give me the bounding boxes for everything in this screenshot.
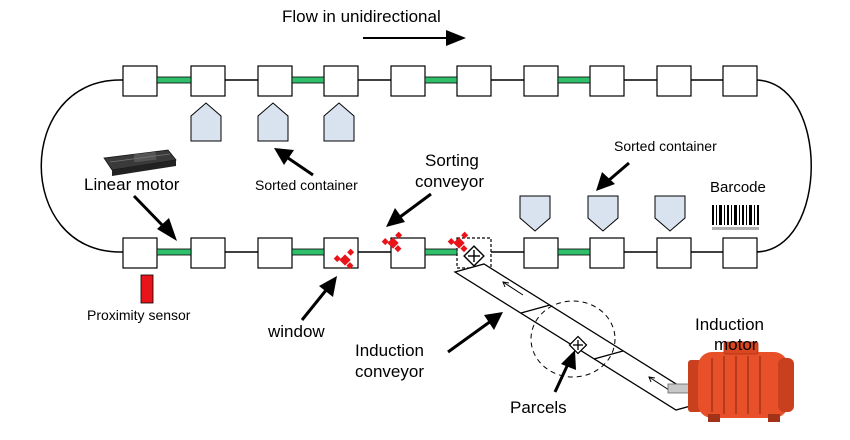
cart	[257, 237, 293, 269]
sorting-conveyor-label-line1: Sorting	[425, 151, 479, 170]
cart	[122, 65, 158, 97]
cart	[323, 65, 359, 97]
pointer-arrow	[274, 148, 314, 177]
sorted-container	[519, 195, 551, 232]
bottom-sorted-containers	[519, 195, 686, 232]
cart	[656, 237, 692, 269]
linear-motor-label: Linear motor	[84, 175, 180, 194]
induction-conveyor-label-line1: Induction	[355, 341, 424, 360]
proximity-sensor-label: Proximity sensor	[87, 307, 191, 323]
belt-direction-arrow	[502, 281, 524, 296]
cart	[190, 65, 226, 97]
linear-motor-link	[156, 76, 192, 84]
induction-conveyor-label-line2: conveyor	[355, 362, 424, 381]
sorting-loop-track	[40, 79, 812, 253]
bottom-carts	[122, 237, 758, 269]
linear-motor-link	[424, 248, 458, 256]
induction-conveyor	[453, 263, 707, 411]
pointer-arrow	[596, 161, 630, 191]
inspection-window-circle	[530, 300, 616, 378]
cart	[722, 65, 758, 97]
sorted-container	[654, 195, 686, 232]
cart	[122, 237, 158, 269]
linear-motor-link	[291, 248, 325, 256]
belt-direction-arrow	[648, 376, 670, 391]
barcode-label: Barcode	[710, 179, 766, 196]
bottom-motor-links	[156, 248, 591, 256]
flow-arrow	[363, 30, 466, 46]
linear-motor-link	[424, 76, 458, 84]
barcode-icon	[712, 205, 759, 230]
flow-label: Flow in unidirectional	[282, 7, 441, 26]
pointer-arrow	[386, 192, 432, 227]
proximity-sensor	[140, 274, 154, 304]
parcel-icon	[463, 245, 485, 267]
cart	[722, 237, 758, 269]
cart	[456, 65, 492, 97]
top-motor-links	[156, 76, 591, 84]
sorted-container	[257, 102, 289, 142]
sorted-container	[323, 102, 355, 142]
pointer-arrow	[447, 312, 503, 354]
pointer-arrow	[553, 350, 576, 393]
sorted-container	[190, 102, 222, 142]
linear-motor-link	[156, 248, 192, 256]
sorted-container-label-bottom: Sorted container	[614, 138, 717, 154]
cart	[523, 237, 559, 269]
sorted-container-label-top: Sorted container	[255, 177, 358, 193]
linear-motor-icon	[103, 149, 177, 176]
sorting-conveyor-label-line2: conveyor	[415, 172, 484, 191]
induction-motor-label-line2: motor	[714, 335, 758, 354]
cart	[523, 65, 559, 97]
pointer-arrow	[132, 194, 177, 241]
window-label: window	[267, 322, 325, 341]
pointer-arrow	[300, 276, 337, 321]
induction-motor-icon	[667, 341, 794, 422]
linear-motor-link	[557, 76, 591, 84]
parcels-label: Parcels	[510, 398, 567, 417]
cart	[656, 65, 692, 97]
pointer-arrows	[132, 148, 630, 393]
cart	[390, 65, 426, 97]
linear-motor-link	[557, 248, 591, 256]
induction-motor-label-line1: Induction	[695, 315, 764, 334]
top-sorted-containers	[190, 102, 355, 142]
sorted-container	[587, 195, 619, 232]
cart	[589, 237, 625, 269]
cart	[589, 65, 625, 97]
cart	[257, 65, 293, 97]
cart	[190, 237, 226, 269]
linear-motor-link	[291, 76, 325, 84]
parcel-icon	[568, 335, 588, 355]
